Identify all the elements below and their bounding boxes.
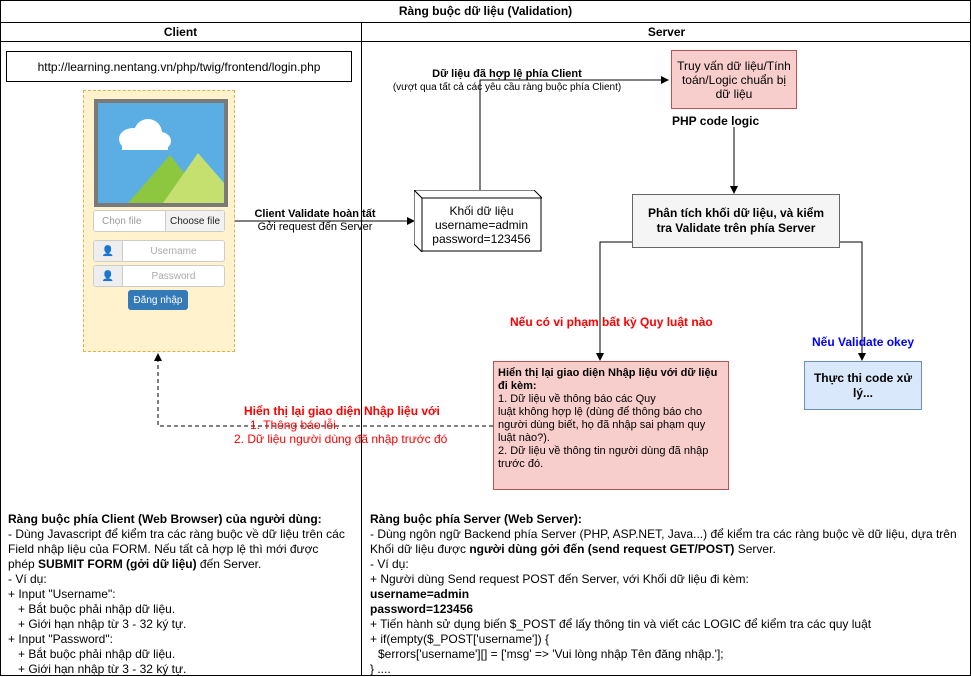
column-divider xyxy=(361,22,362,676)
client-notes-line: + Giới hạn nhập từ 3 - 32 ký tự. xyxy=(18,662,187,676)
client-notes-line: - Ví dụ: xyxy=(8,572,47,586)
server-notes-line: } .... xyxy=(370,662,391,676)
file-chooser[interactable]: Chọn file Choose file xyxy=(93,210,225,232)
data-block-username: username=admin xyxy=(434,218,529,232)
user-icon: 👤 xyxy=(94,241,123,261)
violation-arrow xyxy=(596,241,632,361)
redisplay-heading: Hiển thị lại giao diện Nhập liệu với dữ … xyxy=(498,367,718,392)
image-placeholder-icon xyxy=(94,99,228,207)
data-block-password: password=123456 xyxy=(432,232,531,246)
diagram-title: Ràng buộc dữ liệu (Validation) xyxy=(0,0,971,23)
client-notes-submit-bold: SUBMIT FORM (gởi dữ liệu) xyxy=(38,557,197,571)
server-notes-line2-bold: người dùng gởi đến (send request GET/POS… xyxy=(469,542,735,556)
server-notes-line: password=123456 xyxy=(370,602,474,616)
valid-label-line1: Dữ liệu đã hợp lệ phía Client xyxy=(432,68,582,80)
client-notes: Ràng buộc phía Client (Web Browser) của … xyxy=(8,512,358,677)
redisplay-label-line2: 1. Thông báo lỗi. xyxy=(250,418,340,432)
submit-arrow-label: Client Validate hoàn tất Gởi request đến… xyxy=(240,208,390,234)
server-notes-line2-prefix: Khối dữ liệu được xyxy=(370,542,470,556)
submit-label-line1: Client Validate hoàn tất xyxy=(254,208,376,220)
password-placeholder: Password xyxy=(151,270,196,282)
execute-code-box: Thực thi code xử lý... xyxy=(804,361,922,410)
redisplay-form-box: Hiển thị lại giao diện Nhập liệu với dữ … xyxy=(493,361,729,490)
redisplay-line: người dùng biết, họ đã nhập sai phạm quy xyxy=(498,419,706,431)
server-notes-line: - Ví dụ: xyxy=(370,557,409,571)
client-notes-heading: Ràng buộc phía Client (Web Browser) của … xyxy=(8,512,322,526)
server-notes-line: Khối dữ liệu được người dùng gởi đến (se… xyxy=(370,542,968,557)
valid-arrow xyxy=(479,76,669,190)
data-block-title: Khối dữ liệu xyxy=(449,204,514,218)
redisplay-line: 1. Dữ liệu về thông báo các Quy xyxy=(498,393,656,405)
server-notes-line: - Dùng ngôn ngữ Backend phía Server (PHP… xyxy=(370,527,957,541)
server-notes-line: username=admin xyxy=(370,587,470,601)
server-notes-line: + Tiến hành sử dụng biến $_POST để lấy t… xyxy=(370,617,872,631)
valid-label-line2: (vượt qua tất cả các yêu cầu ràng buộc p… xyxy=(392,82,622,93)
redisplay-line: luật nào?). xyxy=(498,432,550,444)
client-notes-line: - Dùng Javascript để kiểm tra các ràng b… xyxy=(8,527,345,541)
client-column-header: Client xyxy=(0,22,361,42)
redisplay-line: trước đó. xyxy=(498,458,544,470)
redisplay-arrow-label: Hiển thị lại giao diện Nhập liệu với 1. … xyxy=(234,404,447,446)
valid-arrow-label: Dữ liệu đã hợp lệ phía Client (vượt qua … xyxy=(372,68,642,94)
password-field[interactable]: 👤 Password xyxy=(93,265,225,287)
data-block-cube: Khối dữ liệu username=admin password=123… xyxy=(414,190,542,252)
username-placeholder: Username xyxy=(150,245,197,257)
query-logic-box: Truy vấn dữ liệu/Tính toán/Logic chuẩn b… xyxy=(671,50,797,109)
php-code-label: PHP code logic xyxy=(672,114,760,128)
server-notes-heading: Ràng buộc phía Server (Web Server): xyxy=(370,512,582,526)
server-notes-line: + Người dùng Send request POST đến Serve… xyxy=(370,572,749,586)
submit-label-line2: Gởi request đến Server xyxy=(257,221,373,233)
redisplay-label-line3: 2. Dữ liệu người dùng đã nhập trước đó xyxy=(234,432,448,446)
client-notes-submit-prefix: phép xyxy=(8,557,39,571)
validate-ok-label: Nếu Validate okey xyxy=(812,335,915,349)
server-column-header: Server xyxy=(362,22,971,42)
client-notes-line: + Bắt buộc phải nhập dữ liệu. xyxy=(18,602,176,616)
redisplay-line: 2. Dữ liệu về thông tin người dùng đã nh… xyxy=(498,445,709,457)
analyze-validate-box: Phân tích khối dữ liệu, và kiểm tra Vali… xyxy=(632,194,840,248)
user-icon: 👤 xyxy=(94,266,123,286)
client-notes-line: + Input "Password": xyxy=(8,632,113,646)
ok-arrow xyxy=(840,241,866,361)
login-button[interactable]: Đăng nhập xyxy=(128,290,188,310)
client-notes-line: + Input "Username": xyxy=(8,587,116,601)
redisplay-line: luật không hợp lệ (dùng để thông báo cho xyxy=(498,406,703,418)
choose-file-button[interactable]: Choose file xyxy=(165,211,224,231)
client-notes-submit: phép SUBMIT FORM (gởi dữ liệu) đến Serve… xyxy=(8,557,358,572)
client-notes-submit-suffix: đến Server. xyxy=(196,557,262,571)
client-notes-line: + Bắt buộc phải nhập dữ liệu. xyxy=(18,647,176,661)
url-bar: http://learning.nentang.vn/php/twig/fron… xyxy=(6,51,352,82)
username-field[interactable]: 👤 Username xyxy=(93,240,225,262)
server-notes-line2-suffix: Server. xyxy=(734,542,776,556)
server-notes-line: + if(empty($_POST['username']) { xyxy=(370,632,549,646)
server-notes-line: $errors['username'][] = ['msg' => 'Vui l… xyxy=(378,647,724,661)
client-notes-line: Field nhập liệu của FORM. Nếu tất cả hợp… xyxy=(8,542,319,556)
client-notes-line: + Giới hạn nhập từ 3 - 32 ký tự. xyxy=(18,617,187,631)
violation-label: Nếu có vi phạm bất kỳ Quy luật nào xyxy=(510,315,713,329)
file-placeholder: Chọn file xyxy=(102,215,142,227)
redisplay-label-line1: Hiển thị lại giao diện Nhập liệu với xyxy=(244,404,440,418)
server-notes: Ràng buộc phía Server (Web Server): - Dù… xyxy=(370,512,968,677)
